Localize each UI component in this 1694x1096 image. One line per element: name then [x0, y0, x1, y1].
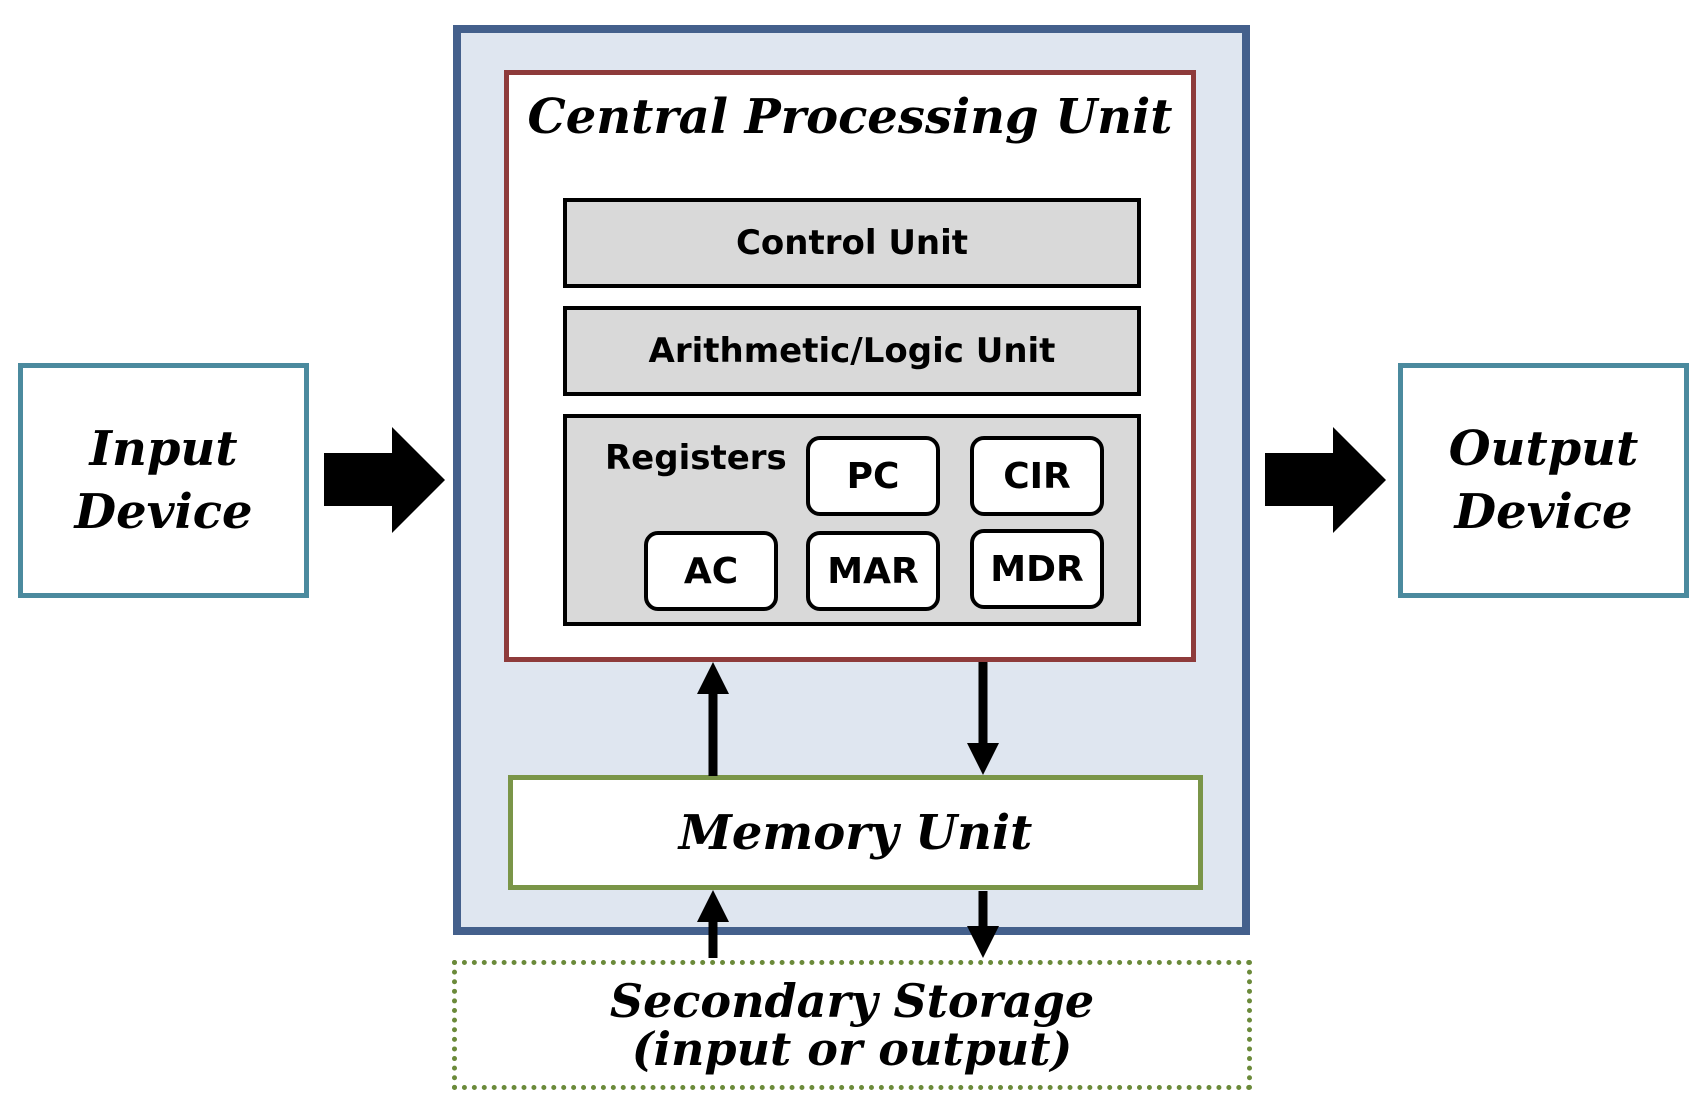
cpu-to-output-arrow	[1265, 427, 1386, 533]
output-device: Output Device	[1398, 363, 1689, 598]
register-ac: AC	[644, 531, 778, 611]
input-device: Input Device	[18, 363, 309, 598]
control-unit: Control Unit	[563, 198, 1141, 288]
register-pc: PC	[806, 436, 940, 516]
register-cir: CIR	[970, 436, 1104, 516]
memory-unit: Memory Unit	[508, 775, 1203, 890]
input-to-cpu-arrow	[324, 427, 445, 533]
memory-to-cpu-arrow	[697, 662, 729, 776]
registers-label: Registers	[605, 438, 787, 478]
register-mdr: MDR	[970, 529, 1104, 609]
storage-to-memory-arrow	[697, 890, 729, 958]
cpu-to-memory-arrow	[967, 662, 999, 775]
arithmetic-logic-unit: Arithmetic/Logic Unit	[563, 306, 1141, 396]
memory-to-storage-arrow	[967, 891, 999, 958]
register-mar: MAR	[806, 531, 940, 611]
cpu-title: Central Processing Unit	[527, 89, 1173, 145]
secondary-storage: Secondary Storage (input or output)	[452, 960, 1252, 1090]
